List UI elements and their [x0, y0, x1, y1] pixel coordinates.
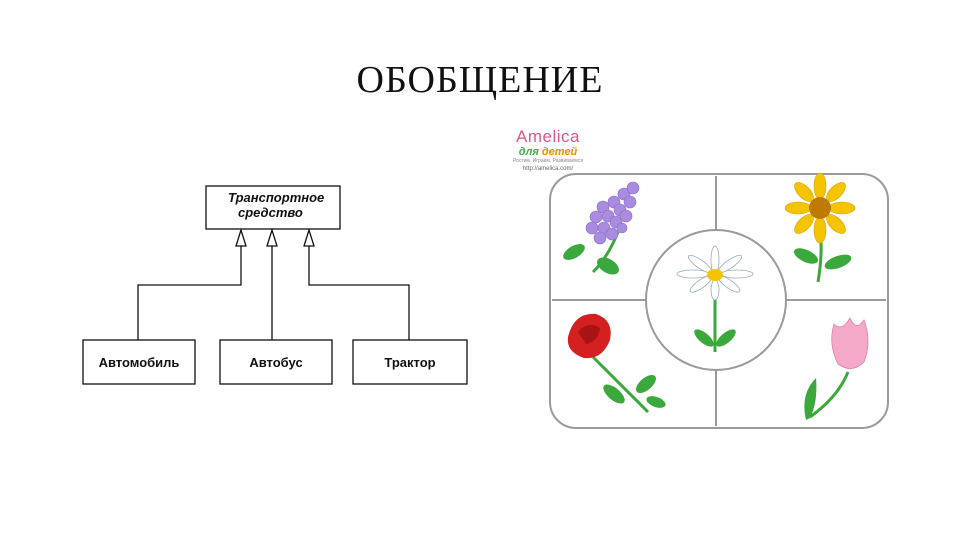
lilac-icon	[563, 181, 640, 275]
rose-icon	[567, 313, 666, 414]
child-class-car: Автомобиль	[98, 354, 180, 370]
logo-subtitle: для детей	[498, 146, 598, 158]
generalization-arrow-car	[235, 227, 247, 247]
parent-class-box	[205, 185, 341, 230]
logo-url: http://amelica.com/	[522, 166, 574, 172]
logo-subtitle-word1: для	[518, 146, 539, 158]
logo-brand: Amelica	[516, 127, 580, 146]
parent-class-label: Транспортное средство	[208, 190, 340, 220]
logo-subtitle-word2: детей	[541, 146, 578, 158]
child-box-bus	[219, 339, 333, 385]
parent-class-line2: средство	[238, 205, 303, 220]
parent-class-line1: Транспортное	[228, 190, 325, 205]
sunflower-icon	[784, 172, 856, 283]
logo-tagline: Ростим. Играем. Развиваемся	[512, 158, 584, 164]
generalization-arrow-tractor	[303, 227, 315, 247]
child-class-bus: Автобус	[249, 354, 303, 370]
child-box-car	[82, 339, 196, 385]
connector-car	[137, 246, 242, 340]
tulip-icon	[804, 317, 869, 420]
child-box-tractor	[352, 339, 468, 385]
child-class-tractor: Трактор	[384, 354, 436, 370]
amelica-logo: Amelica для детей Ростим. Играем. Развив…	[498, 128, 598, 173]
slide-title: ОБОБЩЕНИЕ	[356, 59, 604, 101]
daisy-icon	[676, 245, 754, 352]
connector-tractor	[308, 246, 410, 340]
generalization-arrow-bus	[266, 227, 278, 247]
uml-diagram	[82, 185, 468, 385]
flower-card	[549, 172, 889, 429]
